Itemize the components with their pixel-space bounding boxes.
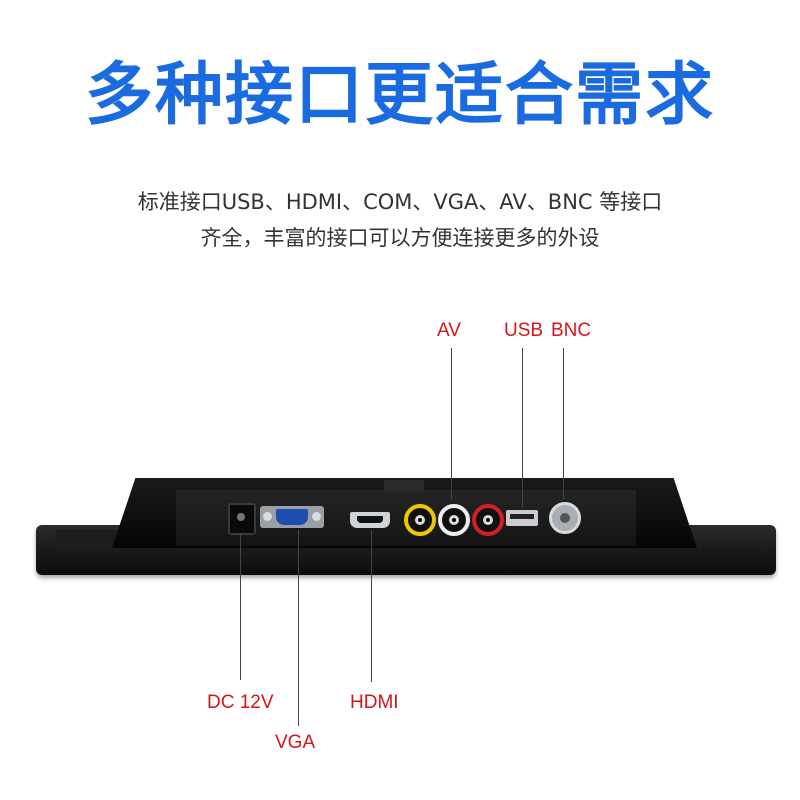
dc-label: DC 12V (207, 692, 274, 713)
usb-leader-line (522, 348, 523, 508)
av-audio-right-port (472, 504, 504, 536)
description-line-2: 齐全，丰富的接口可以方便连接更多的外设 (200, 226, 600, 250)
hdmi-label: HDMI (350, 692, 399, 713)
hdmi-port (350, 512, 390, 528)
vga-screw-right (312, 512, 321, 521)
av-video-port (404, 504, 436, 536)
vga-connector (276, 509, 308, 525)
vga-label: VGA (275, 732, 316, 753)
usb-port (506, 510, 538, 526)
bnc-leader-line (563, 348, 564, 500)
vga-port (260, 506, 324, 528)
av-label: AV (437, 320, 461, 341)
description-line-1: 标准接口USB、HDMI、COM、VGA、AV、BNC 等接口 (137, 190, 663, 214)
av-audio-left-port (438, 504, 470, 536)
dc-power-port (228, 503, 256, 535)
bnc-port (549, 502, 581, 534)
usb-label: USB (504, 320, 544, 341)
hdmi-leader-line (371, 530, 372, 682)
av-leader-line (451, 348, 452, 500)
bnc-label: BNC (551, 320, 592, 341)
vga-screw-left (263, 512, 272, 521)
housing-tab (384, 480, 424, 492)
headline-title: 多种接口更适合需求 (84, 56, 715, 135)
vga-leader-line (298, 530, 299, 726)
dc-leader-line (240, 534, 241, 680)
